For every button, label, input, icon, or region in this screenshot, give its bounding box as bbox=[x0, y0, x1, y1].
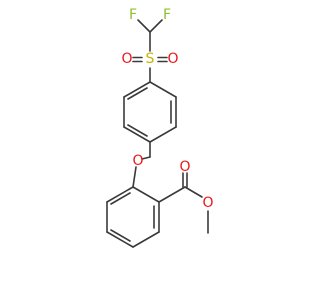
bond-c-f-right bbox=[149, 19, 163, 33]
sulfonyl-oxygen-right-label: O bbox=[167, 51, 178, 67]
ester-oxygen-label: O bbox=[202, 195, 213, 211]
ring-b-double-2 bbox=[110, 229, 131, 242]
ring-b-double-3 bbox=[110, 192, 131, 205]
bond-o-ring bbox=[132, 166, 137, 188]
ring-a-bond-3 bbox=[149, 126, 177, 143]
bond-layer bbox=[106, 19, 209, 248]
ring-b-bond-6 bbox=[106, 186, 134, 203]
ring-a-bond-4 bbox=[123, 126, 151, 143]
ring-b-bond-4 bbox=[106, 231, 134, 248]
ether-oxygen-label: O bbox=[132, 153, 143, 169]
bond-ring-carbonyl-c bbox=[158, 186, 186, 203]
ring-a-bond-6 bbox=[123, 81, 151, 98]
ring-b-bond-1 bbox=[132, 186, 160, 203]
atom-label-layer: F F S O O O O O bbox=[121, 7, 213, 211]
bond-c-o-single bbox=[184, 186, 203, 198]
ring-a-bond-1 bbox=[149, 81, 177, 98]
molecule-structure-diagram: F F S O O O O O bbox=[106, 7, 214, 248]
carbonyl-oxygen-label: O bbox=[179, 159, 190, 175]
fluorine-right-label: F bbox=[163, 7, 171, 23]
bond-ch2-o bbox=[141, 156, 151, 160]
upper-benzene-ring bbox=[123, 81, 177, 143]
ring-a-double-2 bbox=[127, 124, 148, 137]
ring-a-double-3 bbox=[127, 87, 148, 100]
bond-c-f-left bbox=[137, 19, 151, 33]
fluorine-left-label: F bbox=[129, 7, 137, 23]
lower-benzene-ring bbox=[106, 186, 160, 248]
sulfur-label: S bbox=[146, 51, 155, 67]
sulfonyl-oxygen-left-label: O bbox=[121, 51, 132, 67]
ring-b-bond-3 bbox=[132, 231, 160, 248]
